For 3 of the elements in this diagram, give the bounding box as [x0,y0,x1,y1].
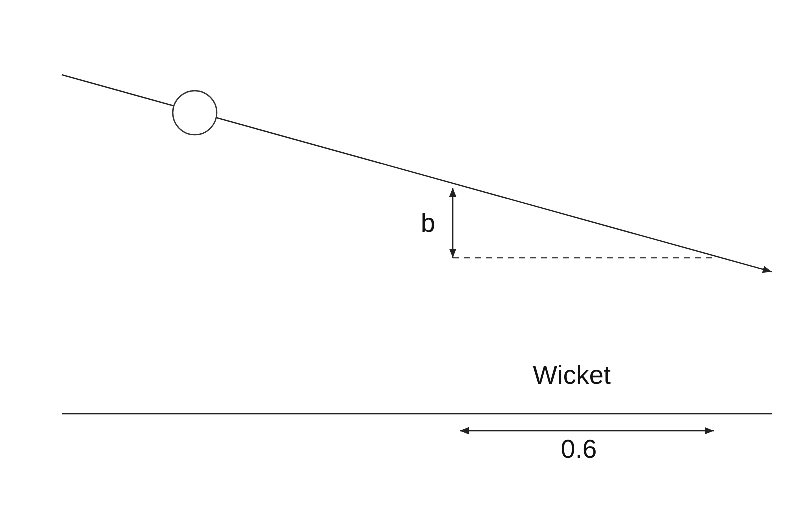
wicket-label: Wicket [533,362,611,388]
dimension-label: 0.6 [561,436,598,462]
dimension-label: b [421,210,436,236]
